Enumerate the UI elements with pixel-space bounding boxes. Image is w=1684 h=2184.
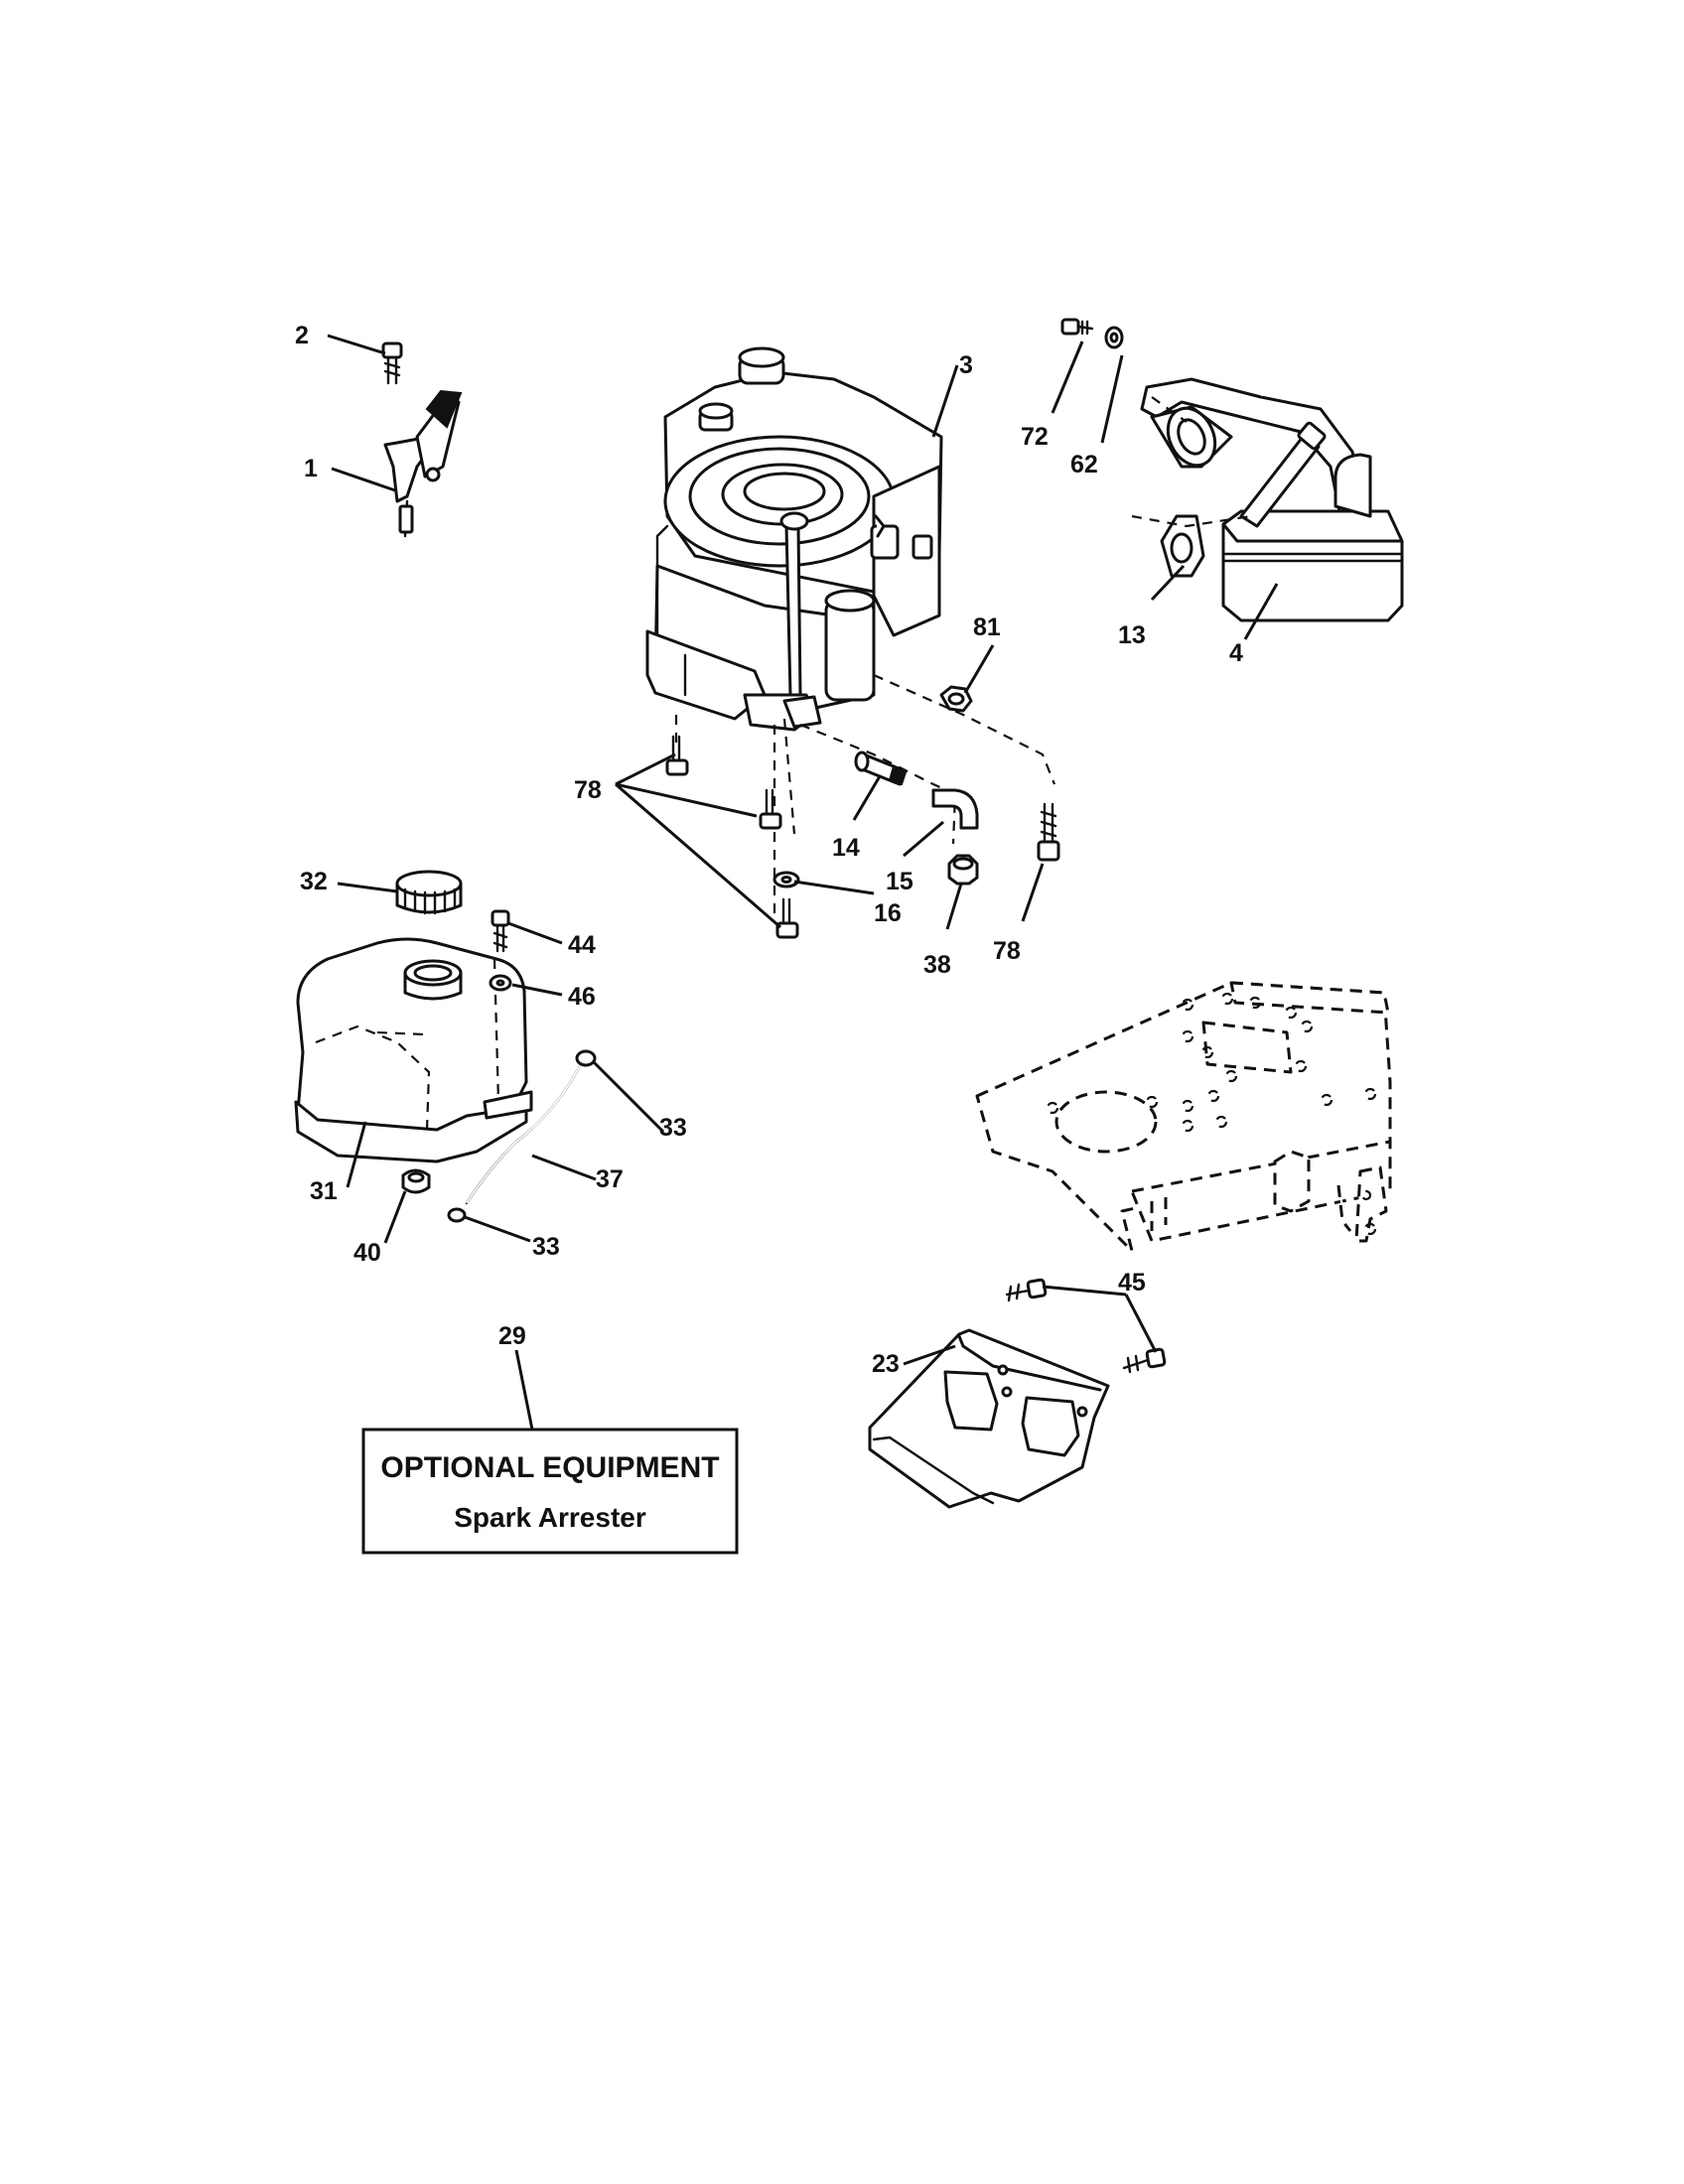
callout-40: 40 <box>353 1239 381 1267</box>
callout-62: 62 <box>1070 451 1098 478</box>
callout-4: 4 <box>1229 639 1243 667</box>
optional-equipment-box: OPTIONAL EQUIPMENT Spark Arrester <box>361 1428 739 1555</box>
engine-part <box>645 346 943 732</box>
throttle-control-part <box>381 341 463 538</box>
callout-33-bottom: 33 <box>532 1233 560 1261</box>
callout-33-top: 33 <box>659 1114 687 1142</box>
callout-78-left: 78 <box>574 776 602 804</box>
callout-81: 81 <box>973 614 1001 641</box>
callout-38: 38 <box>923 951 951 979</box>
optional-equipment-subtitle: Spark Arrester <box>454 1502 646 1533</box>
callout-14: 14 <box>832 834 860 862</box>
engine-shield-part <box>868 1278 1167 1509</box>
mounting-hardware <box>665 673 1060 939</box>
callout-44: 44 <box>568 931 596 959</box>
callout-78-right: 78 <box>993 937 1021 965</box>
callout-1: 1 <box>304 455 318 482</box>
callout-32: 32 <box>300 868 328 895</box>
callout-29: 29 <box>498 1322 526 1350</box>
optional-equipment-title: OPTIONAL EQUIPMENT <box>380 1451 719 1484</box>
callout-72: 72 <box>1021 423 1049 451</box>
callout-37: 37 <box>596 1165 624 1193</box>
callout-45: 45 <box>1118 1269 1146 1297</box>
callout-31: 31 <box>310 1177 338 1205</box>
callout-2: 2 <box>295 322 309 349</box>
callout-13: 13 <box>1118 621 1146 649</box>
callout-46: 46 <box>568 983 596 1011</box>
chassis-frame-reference <box>975 981 1392 1253</box>
callout-15: 15 <box>886 868 913 895</box>
muffler-part <box>1060 318 1404 622</box>
callout-3: 3 <box>959 351 973 379</box>
fuel-tank-part <box>294 870 597 1223</box>
callout-16: 16 <box>874 899 902 927</box>
callout-23: 23 <box>872 1350 900 1378</box>
